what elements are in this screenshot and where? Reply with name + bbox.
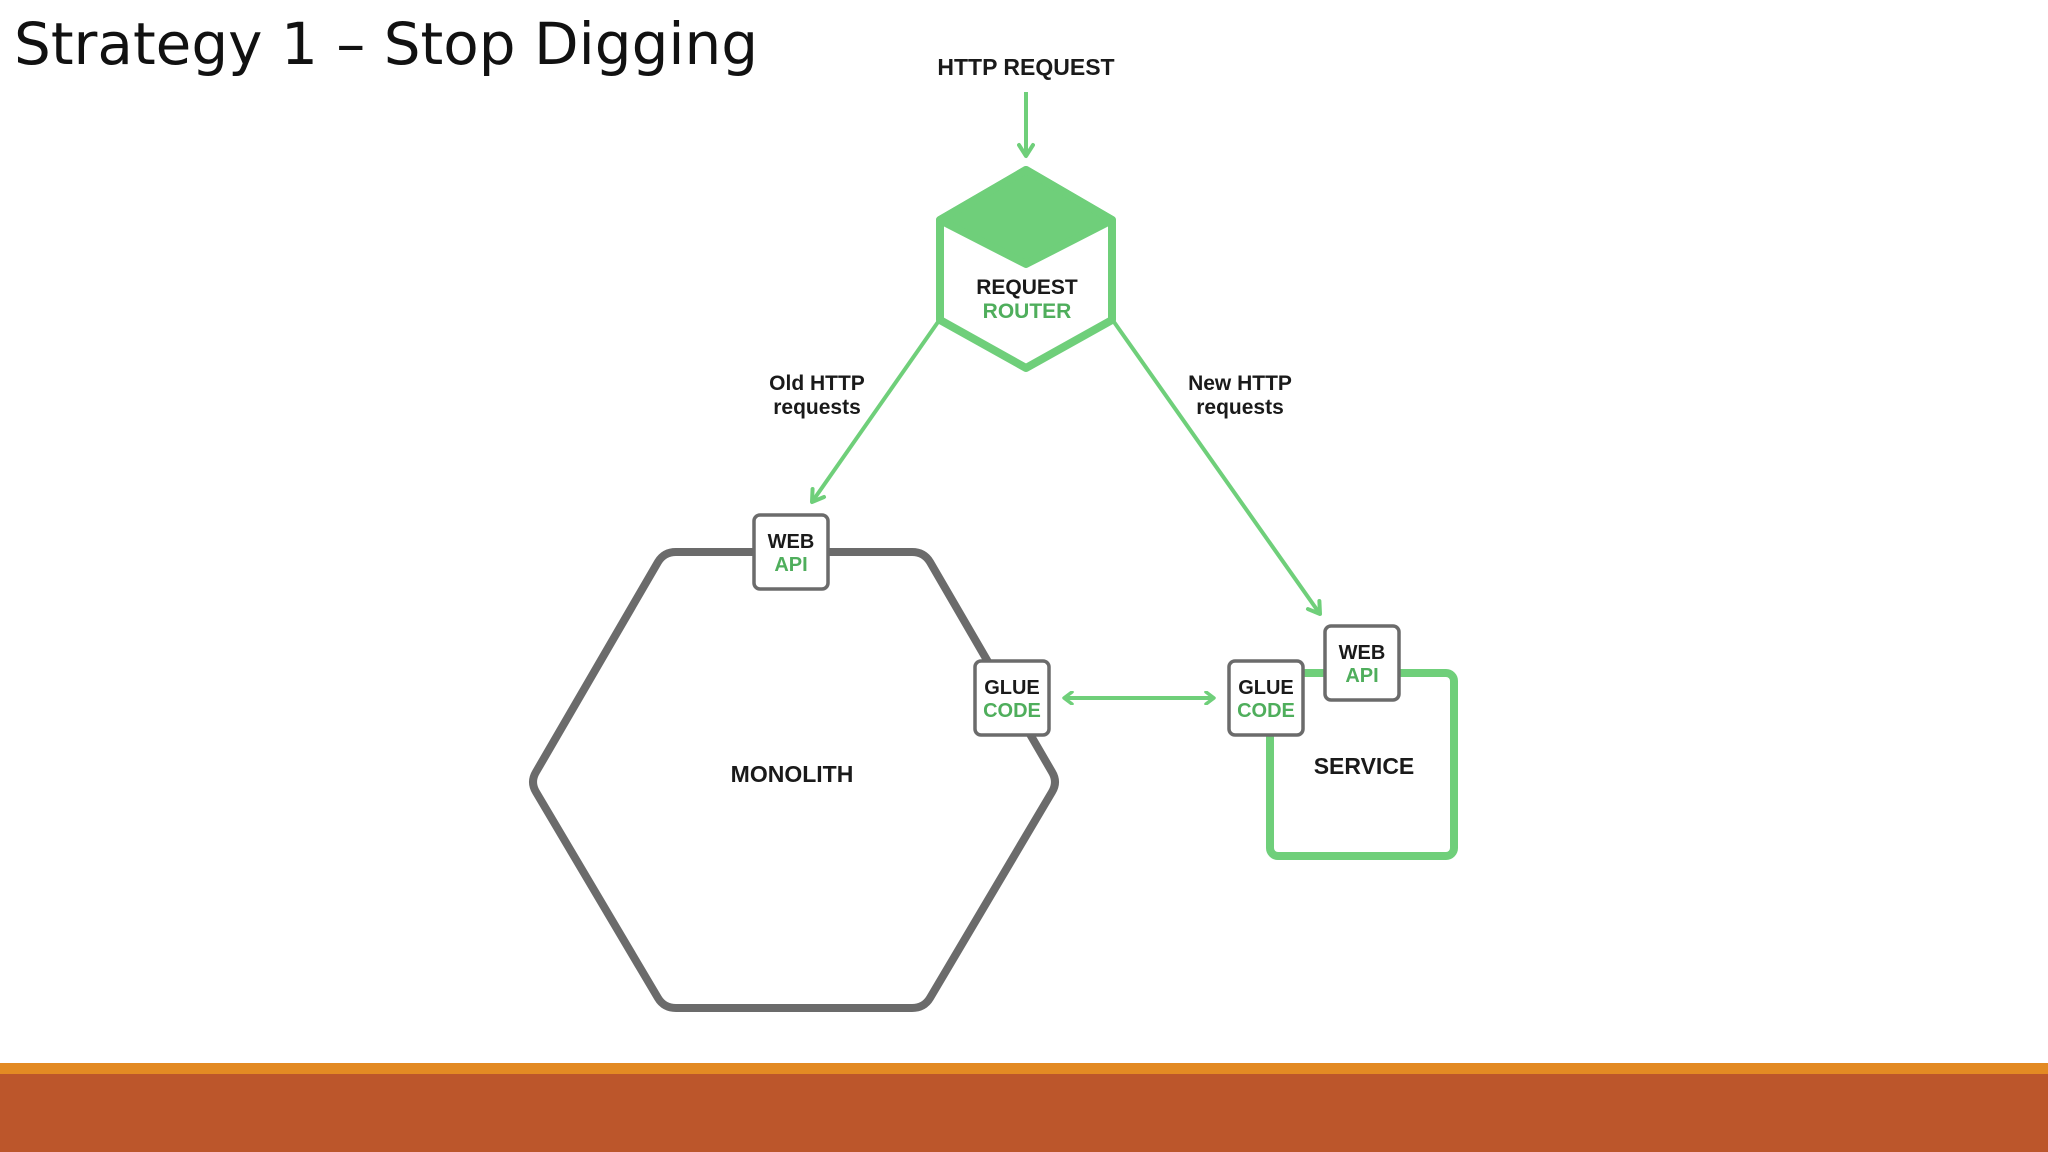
request-router: REQUEST ROUTER	[936, 166, 1116, 372]
service: SERVICE GLUE CODE WEB API	[1227, 624, 1458, 860]
monolith: MONOLITH WEB API GLUE CODE	[529, 513, 1059, 1012]
service-glue-code-line1: GLUE	[1238, 677, 1294, 699]
service-label: SERVICE	[1314, 753, 1415, 779]
monolith-web-api-line1: WEB	[768, 531, 815, 553]
monolith-hexagon	[529, 548, 1059, 1012]
service-glue-code-box	[1227, 659, 1305, 737]
monolith-glue-code-box	[973, 659, 1051, 737]
monolith-web-api-box	[752, 513, 830, 591]
monolith-label: MONOLITH	[731, 761, 854, 787]
http-request-label: HTTP REQUEST	[937, 54, 1114, 80]
slide-title: Strategy 1 – Stop Digging	[14, 10, 759, 78]
footer-accent-stripe	[0, 1063, 2048, 1074]
footer-band	[0, 1074, 2048, 1152]
new-requests-label-line1: New HTTP	[1188, 372, 1292, 395]
old-requests-label-line2: requests	[773, 396, 861, 419]
service-web-api-line1: WEB	[1339, 642, 1386, 664]
service-glue-code-line2: CODE	[1237, 700, 1295, 722]
new-requests-label-line2: requests	[1196, 396, 1284, 419]
router-hexagon-top	[936, 166, 1116, 268]
monolith-glue-code-line1: GLUE	[984, 677, 1040, 699]
old-requests-arrow	[810, 320, 940, 504]
router-label-line2: ROUTER	[983, 300, 1072, 323]
monolith-glue-code-line2: CODE	[983, 700, 1041, 722]
monolith-web-api-line2: API	[774, 554, 807, 576]
old-requests-label-line1: Old HTTP	[769, 372, 865, 395]
new-requests-arrow	[1112, 320, 1322, 616]
service-web-api-box	[1323, 624, 1401, 702]
router-label-line1: REQUEST	[976, 276, 1078, 299]
service-web-api-line2: API	[1345, 665, 1378, 687]
